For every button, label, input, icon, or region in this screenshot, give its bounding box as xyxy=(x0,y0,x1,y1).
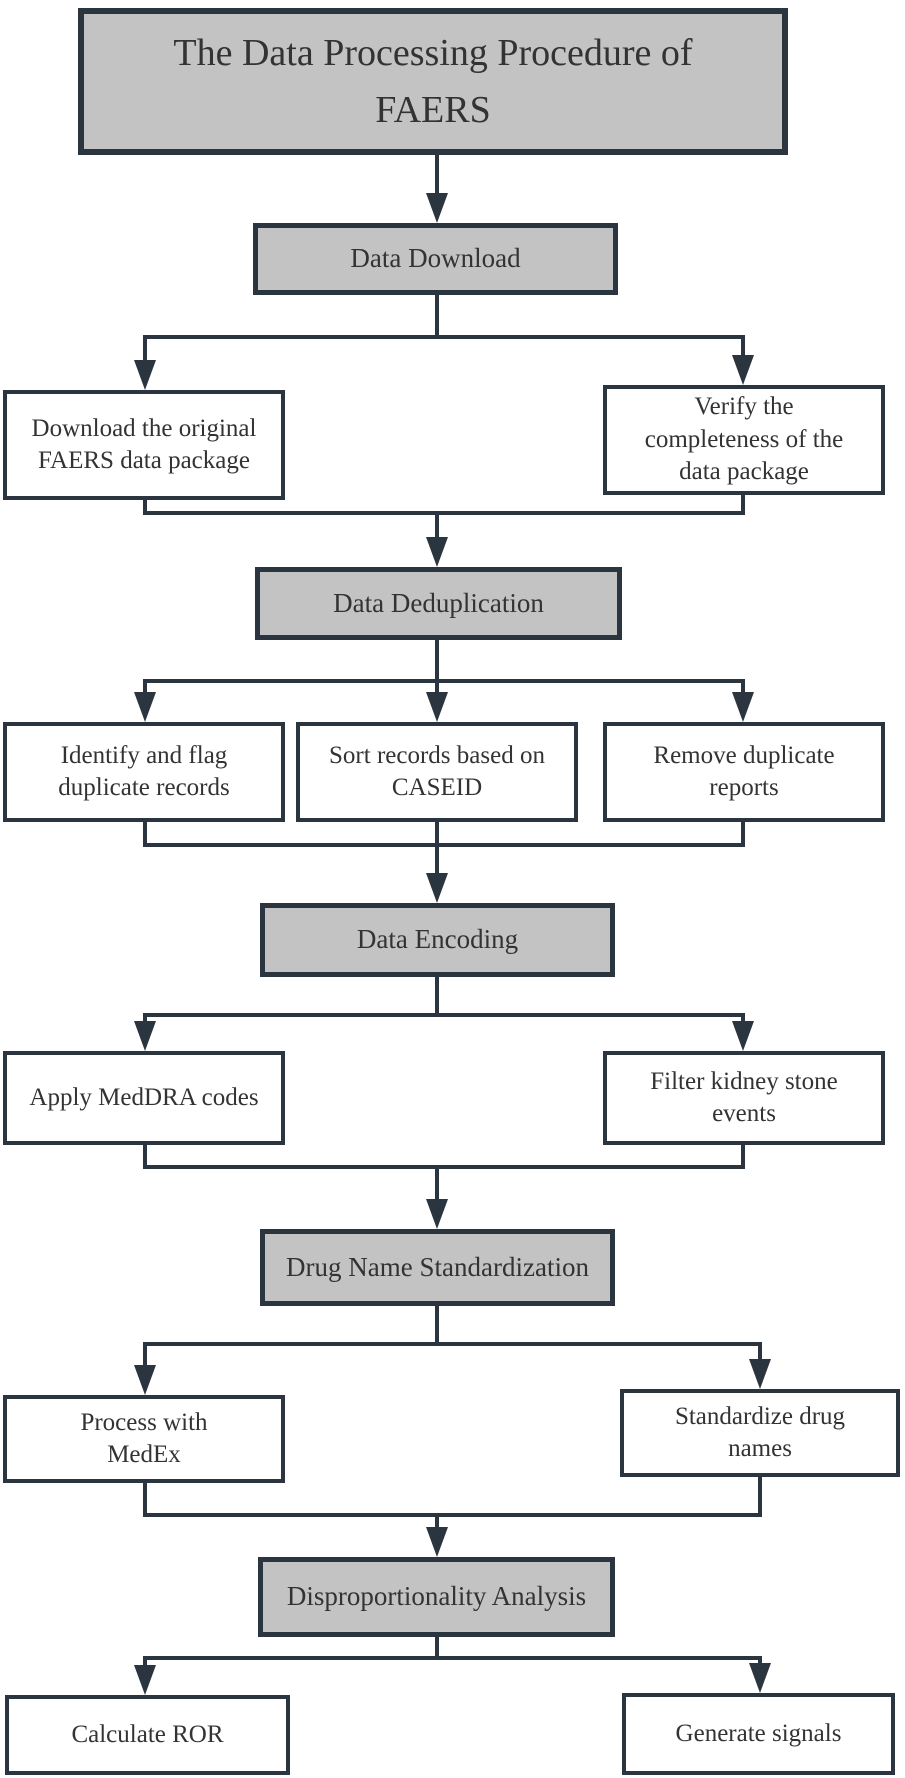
stage-label: Drug Name Standardization xyxy=(286,1251,589,1282)
stage-box-disproportionality-analysis: Disproportionality Analysis xyxy=(258,1557,615,1637)
title-text: The Data Processing Procedure of FAERS xyxy=(173,31,693,131)
arrow-down-icon xyxy=(426,873,448,903)
arrow-down-icon xyxy=(134,1665,156,1695)
stage-box-drug-name-standardization: Drug Name Standardization xyxy=(260,1229,615,1306)
connector-line xyxy=(435,1513,439,1529)
connector-line xyxy=(143,511,745,515)
step-box-remove-duplicates: Remove duplicate reports xyxy=(603,722,885,822)
connector-line xyxy=(741,679,745,695)
connector-line xyxy=(143,1342,147,1368)
arrow-down-icon xyxy=(426,1527,448,1557)
step-label: Calculate ROR xyxy=(71,1720,224,1748)
connector-line xyxy=(758,1342,762,1362)
connector-line xyxy=(435,295,439,339)
arrow-down-icon xyxy=(134,692,156,722)
connector-line xyxy=(758,1475,762,1517)
connector-line xyxy=(435,1637,439,1660)
step-box-process-medex: Process with MedEx xyxy=(3,1395,285,1483)
connector-line xyxy=(143,1013,147,1025)
step-box-sort-caseid: Sort records based on CASEID xyxy=(296,722,578,822)
connector-line xyxy=(143,1656,762,1660)
step-label: Download the original FAERS data package xyxy=(31,414,257,475)
connector-line xyxy=(143,1165,745,1169)
step-box-identify-flag-duplicates: Identify and flag duplicate records xyxy=(3,722,285,822)
connector-line xyxy=(143,679,147,695)
connector-line xyxy=(143,820,147,847)
step-box-generate-signals: Generate signals xyxy=(622,1693,895,1775)
connector-line xyxy=(143,335,147,363)
stage-box-data-download: Data Download xyxy=(253,223,618,295)
connector-line xyxy=(741,1013,745,1025)
step-box-apply-meddra: Apply MedDRA codes xyxy=(3,1051,285,1145)
step-box-download-package: Download the original FAERS data package xyxy=(3,390,285,500)
connector-line xyxy=(143,1143,147,1169)
connector-line xyxy=(435,155,439,195)
stage-box-data-deduplication: Data Deduplication xyxy=(255,567,622,640)
connector-line xyxy=(435,843,439,876)
connector-line xyxy=(143,843,745,847)
step-label: Standardize drug names xyxy=(674,1402,846,1463)
connector-line xyxy=(435,977,439,1017)
connector-line xyxy=(435,820,439,847)
connector-line xyxy=(758,1656,762,1666)
arrow-down-icon xyxy=(732,1021,754,1051)
step-label: Process with MedEx xyxy=(80,1408,208,1469)
step-box-verify-completeness: Verify the completeness of the data pack… xyxy=(603,385,885,495)
arrow-down-icon xyxy=(732,355,754,385)
connector-line xyxy=(143,1656,147,1668)
step-label: Sort records based on CASEID xyxy=(329,741,545,802)
step-label: Filter kidney stone events xyxy=(650,1067,838,1128)
step-box-calculate-ror: Calculate ROR xyxy=(5,1695,290,1775)
connector-line xyxy=(143,1513,762,1517)
arrow-down-icon xyxy=(749,1663,771,1693)
stage-label: Data Download xyxy=(350,243,521,274)
arrow-down-icon xyxy=(426,1199,448,1229)
connector-line xyxy=(741,493,745,515)
connector-line xyxy=(741,335,745,358)
step-box-filter-kidney-stone: Filter kidney stone events xyxy=(603,1051,885,1145)
connector-line xyxy=(143,1481,147,1517)
step-label: Verify the completeness of the data pack… xyxy=(644,393,844,486)
stage-label: Disproportionality Analysis xyxy=(286,1581,587,1612)
connector-line xyxy=(435,1306,439,1346)
connector-line xyxy=(741,1143,745,1169)
arrow-down-icon xyxy=(426,537,448,567)
step-label: Generate signals xyxy=(675,1719,842,1747)
connector-line xyxy=(143,1013,745,1017)
connector-line xyxy=(143,498,147,515)
stage-box-data-encoding: Data Encoding xyxy=(260,903,615,977)
arrow-down-icon xyxy=(426,193,448,223)
step-label: Apply MedDRA codes xyxy=(29,1083,259,1111)
step-label: Identify and flag duplicate records xyxy=(58,741,230,802)
connector-line xyxy=(435,1165,439,1202)
connector-line xyxy=(143,1342,762,1346)
stage-label: Data Deduplication xyxy=(333,587,544,618)
connector-line xyxy=(741,820,745,847)
connector-line xyxy=(435,679,439,695)
arrow-down-icon xyxy=(134,1365,156,1395)
step-box-standardize-drug-names: Standardize drug names xyxy=(620,1389,900,1477)
arrow-down-icon xyxy=(134,1021,156,1051)
connector-line xyxy=(435,511,439,541)
arrow-down-icon xyxy=(426,692,448,722)
connector-line xyxy=(435,640,439,683)
connector-line xyxy=(143,679,745,683)
stage-label: Data Encoding xyxy=(356,924,519,955)
connector-line xyxy=(143,335,745,339)
arrow-down-icon xyxy=(732,692,754,722)
title-box: The Data Processing Procedure of FAERS xyxy=(78,8,788,155)
step-label: Remove duplicate reports xyxy=(653,741,835,802)
arrow-down-icon xyxy=(749,1359,771,1389)
arrow-down-icon xyxy=(134,360,156,390)
